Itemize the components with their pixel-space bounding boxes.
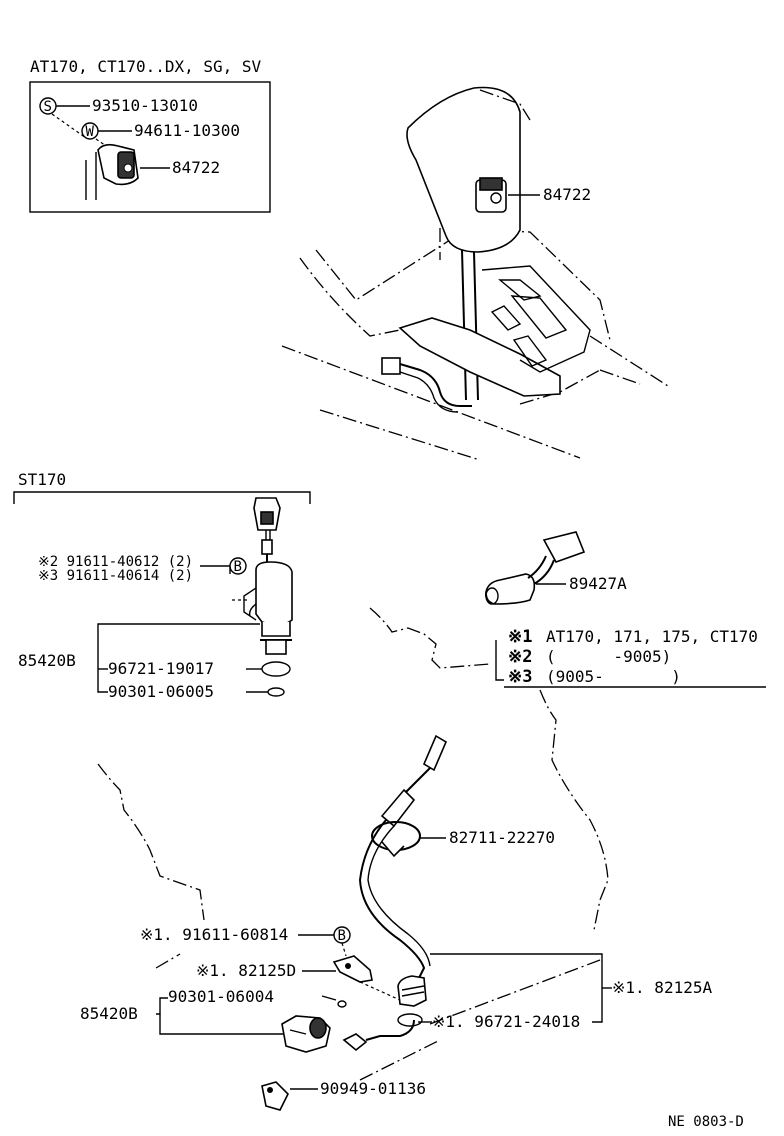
top-inset-panel: AT170, CT170..DX, SG, SV S 93510-13010 W… [29, 57, 271, 213]
shift-lever-assembly: 84722 [281, 86, 669, 461]
inset-header: AT170, CT170..DX, SG, SV [30, 57, 262, 76]
inset-frame [29, 81, 271, 213]
bracket-82125d [332, 955, 373, 983]
st170-sensor-body [255, 561, 293, 626]
shift-lever-shaft [461, 249, 479, 401]
washer-symbol-letter: W [86, 124, 95, 140]
part-bolt-lower: ※1. 91611-60814 [140, 925, 288, 944]
st170-bracket-line [13, 491, 311, 504]
st170-bolt-2: ※2 91611-40612 (2) [38, 554, 193, 570]
legend-mark-1: ※1 [508, 627, 532, 647]
lever-connector [381, 357, 401, 375]
st170-oring-large: 96721-19017 [108, 659, 214, 678]
lower-sensor-body [397, 975, 427, 1007]
part-harness: ※1. 82125A [612, 978, 712, 997]
indicator-housing [481, 265, 591, 373]
legend-text-2: ( -9005) [546, 647, 671, 666]
part-bracket: ※1. 82125D [196, 961, 296, 980]
legend-mark-2: ※2 [508, 647, 532, 667]
inset-part-washer: 94611-10300 [134, 121, 240, 140]
st170-oring-large-icon [261, 661, 291, 677]
lower-seal-icon [397, 1013, 423, 1027]
sensor-cable [358, 819, 426, 981]
part-switch-89427a: 89427A [569, 574, 627, 593]
part-seal-lower: ※1. 96721-24018 [432, 1012, 580, 1031]
legend-text-1: AT170, 171, 175, CT170 [546, 627, 758, 646]
switch-89427a: 89427A [484, 531, 627, 605]
switch-89427a-connector [542, 531, 586, 563]
part-oring-lower: 90301-06004 [168, 987, 274, 1006]
st170-bolt-3: ※3 91611-40614 (2) [38, 568, 193, 584]
shift-knob [406, 86, 521, 253]
legend-mark-3: ※3 [508, 667, 532, 687]
part-assembly-lower: 85420B [80, 1004, 138, 1023]
part-clamp: 82711-22270 [449, 828, 555, 847]
st170-header: ST170 [18, 470, 66, 489]
shift-gate [398, 317, 561, 397]
cable-end-cap [422, 734, 448, 772]
st170-oring-small-icon [267, 687, 285, 697]
part-clip: 90949-01136 [320, 1079, 426, 1098]
lower-oring-icon [337, 1000, 347, 1008]
st170-bolt-symbol-letter: B [234, 559, 242, 575]
st170-panel: ST170 ※2 91611-40612 (2) ※3 91611-40614 … [13, 470, 311, 701]
lower-clip [261, 1081, 289, 1111]
st170-bolt-symbol-icon [229, 557, 247, 575]
lower-bolt-symbol-letter: B [338, 928, 346, 944]
legend-text-3: (9005- ) [546, 667, 681, 686]
legend-block: ※1 AT170, 171, 175, CT170 ※2 ( -9005) ※3… [369, 607, 766, 688]
lower-assembly: 82711-22270 B ※1. 91611-60814 ※1. 82125D… [80, 689, 712, 1111]
part-shift-switch: 84722 [543, 185, 591, 204]
inset-part-switch: 84722 [172, 158, 220, 177]
inset-rod [85, 152, 97, 200]
st170-oring-small: 90301-06005 [108, 682, 214, 701]
inset-part-screw: 93510-13010 [92, 96, 198, 115]
st170-assembly-label: 85420B [18, 651, 76, 670]
footer-code: NE 0803-D [668, 1114, 744, 1130]
screw-symbol-letter: S [44, 99, 52, 115]
